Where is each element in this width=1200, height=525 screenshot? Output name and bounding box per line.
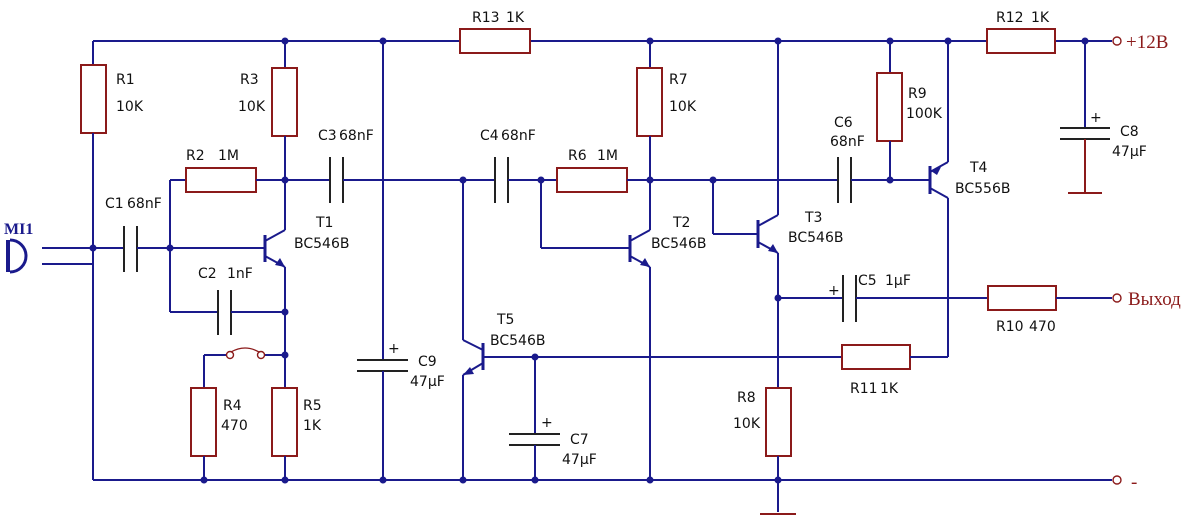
resistor-r13	[459, 28, 531, 54]
polarity-mark-c8: +	[1090, 110, 1102, 126]
transistor-t1	[263, 229, 286, 268]
label-c8-value: 47μF	[1112, 144, 1147, 160]
label-t5-type: BC546B	[490, 333, 545, 349]
label-c6-name: C6	[834, 115, 853, 131]
label-r6-name: R6	[568, 148, 587, 164]
transistor-t5	[462, 339, 485, 376]
label-r8-name: R8	[737, 390, 756, 406]
label-t2-name: T2	[672, 215, 690, 231]
label-r9-value: 100K	[906, 106, 943, 122]
label-r12-name: R12	[996, 10, 1024, 26]
label-c7-name: C7	[570, 432, 589, 448]
label-r10-name: R10	[996, 319, 1024, 335]
label-r4-name: R4	[223, 398, 242, 414]
capacitor-c3	[329, 157, 344, 203]
polarity-mark-c5: +	[828, 283, 840, 299]
capacitor-c1	[123, 226, 138, 272]
label-t1-name: T1	[315, 215, 333, 231]
label-t3-type: BC546B	[788, 230, 843, 246]
label-c4-name: C4	[480, 128, 499, 144]
label-c1-value: 68nF	[127, 196, 162, 212]
resistor-r5	[271, 387, 298, 457]
label-c2-value: 1nF	[227, 266, 253, 282]
resistor-r4	[190, 387, 217, 457]
label-t3-name: T3	[804, 210, 822, 226]
transistor-t4	[928, 161, 949, 199]
label-c5-name: C5	[858, 273, 877, 289]
polarity-mark-c9: +	[388, 341, 400, 357]
mic-label: МІ1	[4, 221, 33, 238]
label-r1-name: R1	[116, 72, 135, 88]
label-r7-value: 10K	[669, 99, 697, 115]
label-r4-value: 470	[221, 418, 248, 434]
terminal-output: Выход	[1128, 289, 1181, 310]
label-t5-name: T5	[496, 312, 514, 328]
resistor-r3	[271, 67, 298, 137]
resistor-r7	[636, 67, 663, 137]
terminal-minus: -	[1131, 472, 1137, 493]
label-c4-value: 68nF	[501, 128, 536, 144]
label-r6-value: 1M	[597, 148, 618, 164]
label-t2-type: BC546B	[651, 236, 706, 252]
capacitor-c6	[837, 157, 852, 203]
label-c7-value: 47μF	[562, 452, 597, 468]
microphone-mi1	[6, 238, 97, 274]
label-c2-name: C2	[198, 266, 217, 282]
power-rail	[93, 36, 1122, 46]
capacitor-c9	[357, 359, 408, 372]
label-r10-value: 470	[1029, 319, 1056, 335]
label-c1-name: C1	[105, 196, 124, 212]
resistor-r8	[765, 387, 792, 457]
label-r5-value: 1K	[303, 418, 322, 434]
resistor-r9	[876, 72, 903, 142]
label-r7-name: R7	[669, 72, 688, 88]
terminal-vplus: +12В	[1126, 32, 1168, 53]
label-r3-value: 10K	[238, 99, 266, 115]
ground-rail	[93, 475, 1122, 515]
label-t4-type: BC556B	[955, 181, 1010, 197]
label-r11-name: R11	[850, 381, 878, 397]
label-r12-value: 1K	[1031, 10, 1050, 26]
label-r2-value: 1M	[218, 148, 239, 164]
resistor-r6	[556, 167, 628, 193]
resistor-r11	[841, 344, 911, 370]
capacitor-c7	[509, 433, 560, 446]
label-r11-value: 1K	[880, 381, 899, 397]
capacitor-c5	[842, 275, 857, 322]
label-r1-value: 10K	[116, 99, 144, 115]
label-c3-name: C3	[318, 128, 337, 144]
transistor-t2	[628, 229, 651, 268]
label-r5-name: R5	[303, 398, 322, 414]
capacitor-c4	[494, 157, 509, 203]
label-r13-value: 1K	[506, 10, 525, 26]
polarity-mark-c7: +	[541, 415, 553, 431]
label-c8-name: C8	[1120, 124, 1139, 140]
capacitor-c2	[217, 290, 232, 335]
label-r8-value: 10K	[733, 416, 761, 432]
label-c9-name: C9	[418, 354, 437, 370]
label-r13-name: R13	[472, 10, 500, 26]
resistor-r2	[185, 167, 257, 193]
resistor-r10	[987, 285, 1057, 311]
label-r2-name: R2	[186, 148, 205, 164]
label-c9-value: 47μF	[410, 374, 445, 390]
transistor-t3	[756, 214, 779, 254]
label-t4-name: T4	[969, 160, 988, 176]
capacitor-c8	[1060, 127, 1110, 140]
label-r9-name: R9	[908, 86, 927, 102]
label-c3-value: 68nF	[339, 128, 374, 144]
label-c6-value: 68nF	[830, 134, 865, 150]
resistor-r1	[80, 64, 107, 134]
label-t1-type: BC546B	[294, 236, 349, 252]
label-r3-name: R3	[240, 72, 259, 88]
resistor-r12	[986, 28, 1056, 54]
label-c5-value: 1μF	[885, 273, 911, 289]
